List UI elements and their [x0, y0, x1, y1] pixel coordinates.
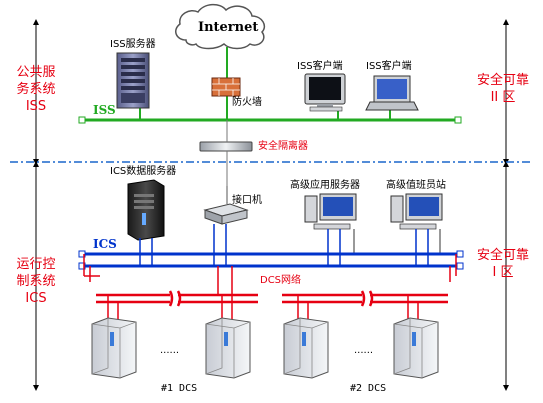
dcs-cabinet-icon [283, 317, 329, 379]
ics-drop-lines-dark [353, 229, 441, 254]
cloud-icon [175, 3, 266, 50]
workstation-icon [390, 193, 443, 230]
dcs-cabinet-icon [91, 317, 137, 379]
zone-security-upper-line2: II 区 [490, 90, 516, 105]
dcs-group2-label: #2 DCS [350, 383, 387, 394]
workstation-icon [304, 193, 357, 230]
crt-monitor-icon [304, 73, 346, 112]
zone-public-label: 公共服 务系统 ISS [8, 64, 64, 115]
app-server-label: 高级应用服务器 [290, 180, 360, 191]
dcs-group1-label: #1 DCS [161, 383, 198, 394]
db-server-icon [127, 179, 165, 241]
cloud-label: Internet [198, 20, 259, 35]
zone-security-upper-label: 安全可靠 II 区 [470, 72, 536, 106]
dcs-network-1 [96, 290, 258, 307]
dcs-cabinet-icon [393, 317, 439, 379]
ics-db-server-label: ICS数据服务器 [110, 166, 177, 177]
duty-station-label: 高级值班员站 [386, 180, 446, 191]
firewall-icon [211, 77, 241, 97]
zone-security-lower-line2: I 区 [492, 265, 514, 280]
server-tower-icon [116, 52, 150, 109]
iss-server-label: ISS服务器 [110, 39, 156, 50]
isolator-icon [199, 120, 253, 186]
ics-bus-end [78, 250, 86, 258]
iss-bus-end-right [454, 116, 462, 124]
dcs-cabinet-icon [205, 317, 251, 379]
interface-machine-label: 接口机 [232, 195, 262, 206]
iss-client2-label: ISS客户端 [366, 61, 412, 72]
laptop-icon [365, 75, 419, 111]
dcs-ellipsis-1: ...... [160, 345, 180, 356]
ics-drop-lines [139, 224, 429, 266]
firewall-label: 防火墙 [232, 97, 262, 108]
zone-security-upper-line1: 安全可靠 [476, 73, 529, 88]
iss-bus-label: ISS [93, 103, 116, 117]
zone-public-line2: 务系统 [16, 82, 56, 97]
zone-control-line1: 运行控 [16, 257, 56, 272]
zone-control-line3: ICS [25, 291, 47, 306]
iss-links [139, 47, 391, 120]
ics-bus-end [78, 262, 86, 270]
zone-control-line2: 制系统 [16, 274, 56, 289]
rack-server-icon [203, 186, 249, 225]
dcs-ellipsis-2: ...... [354, 345, 374, 356]
zone-control-label: 运行控 制系统 ICS [8, 256, 64, 307]
ics-bus-end [456, 262, 464, 270]
dcs-network-2 [282, 290, 448, 307]
iss-bus-end-left [78, 116, 86, 124]
iss-client1-label: ISS客户端 [297, 61, 343, 72]
ics-bus-label: ICS [93, 237, 117, 251]
ics-bus-end [456, 250, 464, 258]
zone-public-line1: 公共服 [16, 65, 56, 80]
dcs-network-label: DCS网络 [260, 275, 302, 286]
zone-security-lower-line1: 安全可靠 [476, 248, 529, 263]
zone-security-lower-label: 安全可靠 I 区 [470, 247, 536, 281]
isolator-label: 安全隔离器 [258, 141, 308, 152]
zone-public-line3: ISS [25, 99, 47, 114]
